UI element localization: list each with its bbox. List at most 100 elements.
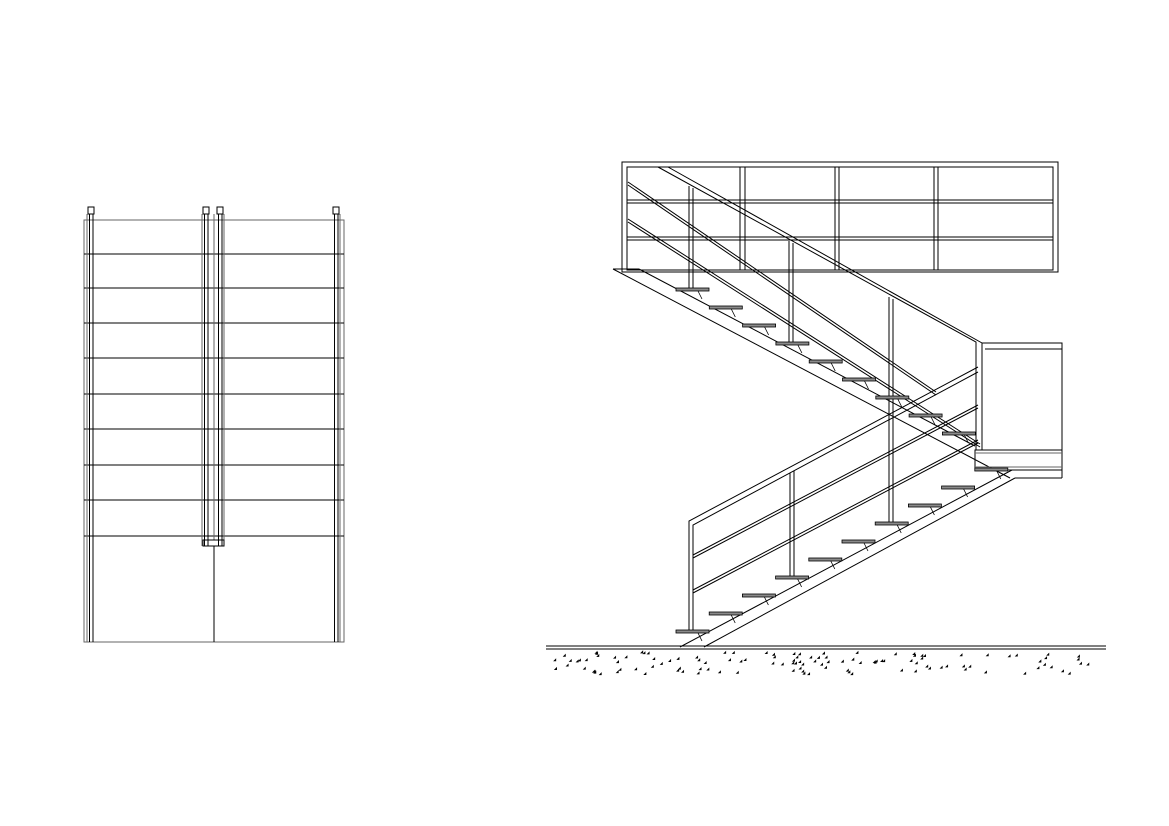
hatch-mark (858, 660, 862, 665)
tread (908, 503, 942, 516)
hatch-mark (840, 659, 844, 663)
hatch-mark (652, 656, 656, 660)
hatch-mark (819, 662, 824, 666)
hatch-mark (695, 655, 699, 659)
hatch-mark (801, 669, 805, 673)
hatch-mark (959, 653, 963, 657)
tread (742, 323, 776, 336)
hatch-mark (914, 661, 918, 665)
hatch-mark (1038, 659, 1042, 663)
hatch-mark (615, 660, 619, 664)
hatch-mark (909, 658, 913, 662)
tread (808, 359, 843, 372)
hatch-mark (677, 666, 681, 670)
hatch-mark (1067, 671, 1071, 675)
hatch-mark (562, 653, 566, 657)
stair-treads (675, 287, 1009, 642)
hatch-mark (591, 669, 595, 673)
ground-line (546, 645, 1106, 650)
hatch-mark (706, 667, 710, 671)
hatch-mark (945, 664, 949, 668)
hatch-mark (771, 661, 775, 665)
hatch-mark (703, 661, 707, 665)
hatch-mark (795, 655, 799, 659)
hatch-mark (584, 658, 588, 662)
hatch-mark (568, 658, 572, 662)
hatch-mark (851, 657, 855, 661)
tread (941, 485, 975, 498)
hatch-mark (1076, 657, 1080, 661)
hatch-mark (1023, 671, 1027, 675)
hatch-mark (813, 659, 817, 663)
hatch-mark (893, 652, 897, 656)
plan-right-rail (332, 206, 341, 642)
hatch-mark (963, 667, 967, 671)
landing (974, 342, 1063, 479)
hatch-mark (676, 656, 680, 660)
hatch-mark (802, 671, 806, 675)
hatch-mark (847, 670, 851, 674)
hatch-mark (553, 658, 557, 662)
hatch-mark (1076, 654, 1080, 658)
hatch-mark (823, 665, 827, 669)
hatch-mark (743, 657, 747, 662)
hatch-mark (634, 667, 638, 671)
hatch-mark (850, 672, 854, 676)
hatch-mark (723, 650, 727, 654)
hatch-mark (727, 658, 731, 662)
hatch-mark (809, 655, 813, 659)
hatch-mark (1086, 662, 1090, 666)
hatch-mark (939, 665, 943, 669)
tread (808, 557, 843, 570)
hatch-mark (821, 651, 825, 655)
hatch-mark (594, 650, 598, 654)
hatch-mark (797, 652, 801, 656)
hatch-mark (983, 670, 987, 674)
hatch-mark (624, 655, 628, 659)
hatch-mark (968, 664, 972, 668)
tread (675, 629, 710, 642)
ground-hatch (553, 650, 1090, 676)
plan-left-rail (86, 206, 95, 642)
hatch-mark (807, 672, 811, 676)
upper-flight-handrail (627, 166, 983, 450)
post-cap (87, 206, 95, 215)
hatch-mark (872, 659, 876, 664)
tread (708, 305, 743, 318)
hatch-mark (1007, 654, 1011, 658)
hatch-mark (615, 670, 619, 674)
hatch-mark (845, 668, 849, 672)
hatch-mark (698, 667, 702, 671)
tread (974, 467, 1009, 480)
hatch-mark (650, 664, 654, 668)
hatch-mark (613, 655, 617, 659)
hatch-mark (643, 671, 647, 675)
tread (775, 575, 809, 588)
tread (908, 413, 943, 426)
hatch-mark (873, 660, 877, 664)
hatch-mark (577, 658, 581, 662)
lower-flight-handrail (688, 366, 979, 630)
hatch-mark (739, 659, 743, 663)
post-cap (202, 206, 210, 215)
tread (742, 593, 776, 606)
hatch-mark (793, 661, 797, 665)
hatch-mark (791, 668, 795, 672)
lower-flight-stringer (679, 469, 1016, 648)
hatch-mark (792, 651, 796, 655)
hatch-mark (912, 653, 916, 657)
hatch-mark (696, 671, 700, 675)
upper-flight-stringer (612, 268, 1011, 479)
hatch-mark (646, 651, 650, 655)
hatch-mark (961, 664, 965, 668)
hatch-mark (922, 653, 926, 658)
hatch-mark (798, 659, 802, 663)
hatch-mark (1036, 666, 1040, 670)
hatch-mark (899, 668, 903, 672)
tread (942, 431, 976, 444)
hatch-mark (553, 666, 557, 670)
hatch-mark (659, 661, 663, 665)
hatch-mark (855, 650, 859, 654)
hatch-mark (816, 655, 820, 659)
